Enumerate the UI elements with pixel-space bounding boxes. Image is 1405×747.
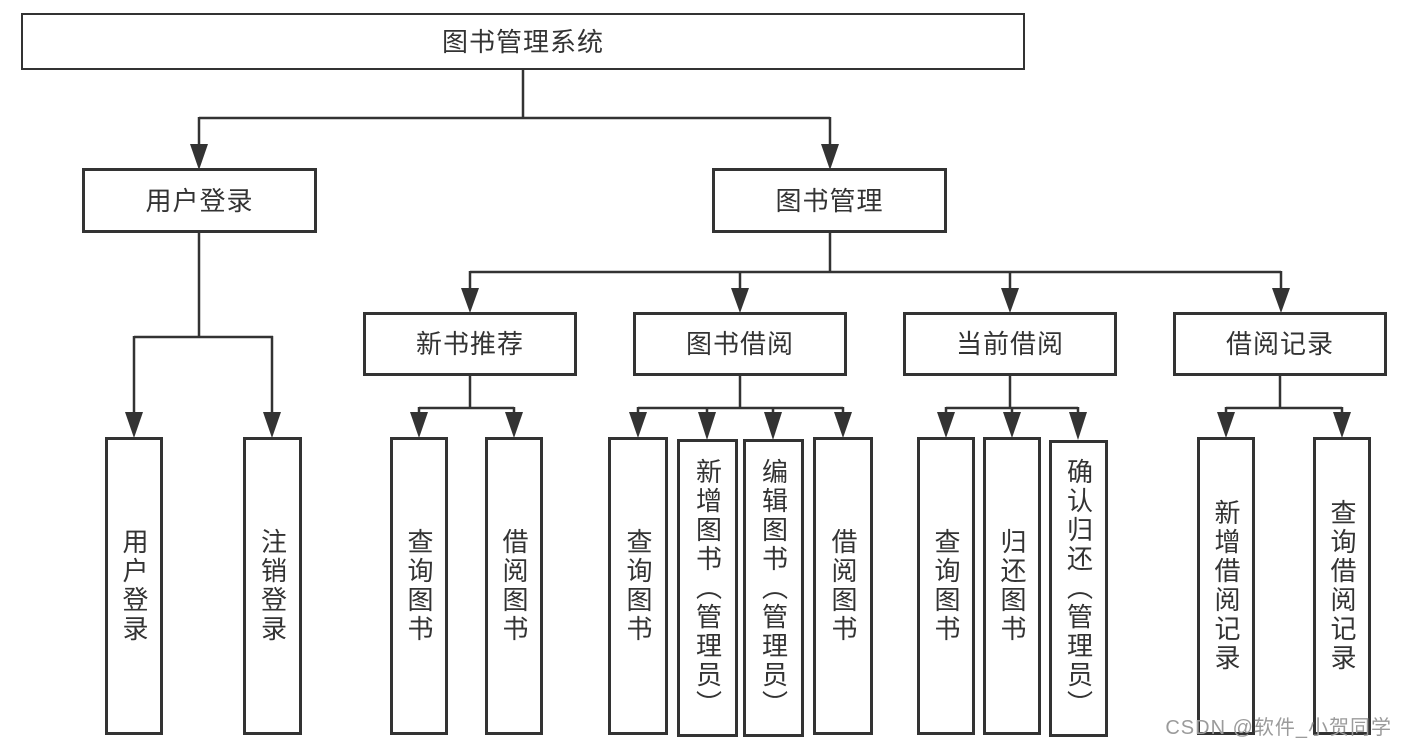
csdn-watermark: CSDN @软件_小贺同学: [1165, 717, 1392, 739]
node-new-book-recommend: 新书推荐: [363, 312, 577, 376]
leaf-current-confirm-return-admin: 确认归还（管理员）: [1049, 440, 1108, 737]
leaf-logout: 注销登录: [243, 437, 302, 735]
leaf-newbooks-query-books: 查询图书: [390, 437, 448, 735]
leaf-records-query-record: 查询借阅记录: [1313, 437, 1371, 735]
node-current-borrow: 当前借阅: [903, 312, 1117, 376]
node-book-borrow: 图书借阅: [633, 312, 847, 376]
node-borrow-records: 借阅记录: [1173, 312, 1387, 376]
leaf-borrow-borrow-books: 借阅图书: [813, 437, 873, 735]
leaf-user-login: 用户登录: [105, 437, 163, 735]
node-book-management: 图书管理: [712, 168, 947, 233]
leaf-borrow-query-books: 查询图书: [608, 437, 668, 735]
node-root: 图书管理系统: [21, 13, 1025, 70]
leaf-current-return-books: 归还图书: [983, 437, 1041, 735]
leaf-borrow-add-books-admin: 新增图书（管理员）: [677, 439, 738, 737]
leaf-current-query-books: 查询图书: [917, 437, 975, 735]
leaf-records-add-record: 新增借阅记录: [1197, 437, 1255, 735]
leaf-borrow-edit-books-admin: 编辑图书（管理员）: [743, 439, 804, 737]
leaf-newbooks-borrow-books: 借阅图书: [485, 437, 543, 735]
node-user-login: 用户登录: [82, 168, 317, 233]
